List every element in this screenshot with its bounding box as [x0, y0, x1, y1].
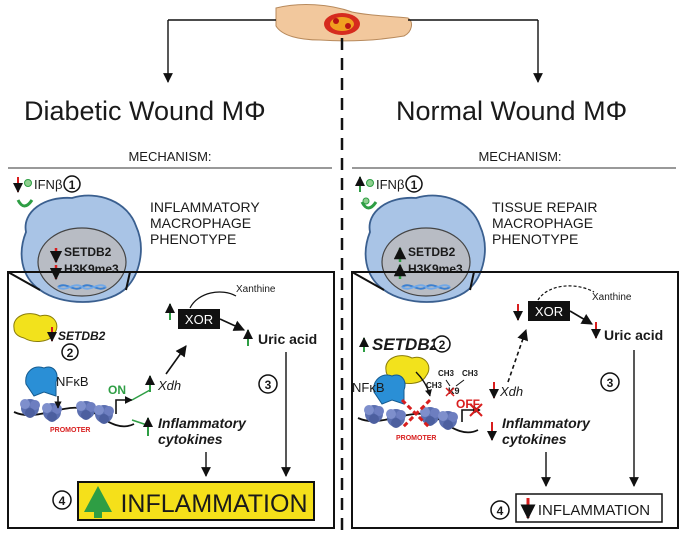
svg-text:Xanthine: Xanthine	[592, 292, 632, 303]
right-macrophage-cell: SETDB2 H3K9me3	[364, 194, 486, 303]
svg-text:TISSUE REPAIR: TISSUE REPAIR	[492, 199, 598, 215]
svg-text:CH3: CH3	[462, 369, 479, 378]
svg-text:1: 1	[411, 178, 418, 192]
left-cytokines: Inflammatory cytokines	[143, 415, 247, 447]
right-h3k9-label: H3K9me3	[408, 262, 463, 276]
left-flow-arrows	[201, 352, 291, 477]
svg-text:CH3: CH3	[438, 369, 455, 378]
left-xdh: Xdh	[145, 345, 187, 393]
right-zoom-box	[351, 271, 679, 529]
right-ifn: IFNβ 1	[355, 175, 423, 210]
right-setdb2-label: SETDB2	[408, 245, 456, 259]
svg-text:MACROPHAGE: MACROPHAGE	[492, 215, 593, 231]
right-xdh: Xdh	[489, 328, 528, 399]
left-title: Diabetic Wound MΦ	[24, 96, 266, 126]
svg-text:SETDB2: SETDB2	[372, 335, 440, 354]
right-inflammation: 4 INFLAMMATION	[490, 493, 663, 523]
right-flow-arrows	[541, 350, 639, 487]
svg-text:Xanthine: Xanthine	[236, 284, 276, 295]
svg-text:INFLAMMATION: INFLAMMATION	[120, 490, 307, 518]
branch-arrows	[163, 19, 543, 83]
left-zoom-box	[7, 271, 335, 529]
svg-text:NFκB: NFκB	[352, 380, 385, 395]
foot-illustration	[275, 4, 412, 42]
svg-text:CH3: CH3	[426, 381, 443, 390]
right-cytokines: Inflammatory cytokines	[487, 415, 591, 447]
left-mechanism: MECHANISM:	[128, 149, 211, 164]
right-setdb2-gene: SETDB2 2	[359, 335, 451, 397]
svg-text:PHENOTYPE: PHENOTYPE	[150, 231, 236, 247]
svg-text:Inflammatory: Inflammatory	[158, 415, 247, 431]
left-phenotype: INFLAMMATORY MACROPHAGE PHENOTYPE	[150, 199, 260, 247]
svg-text:IFNβ: IFNβ	[376, 177, 404, 192]
left-xor: XOR Xanthine Uric acid 3	[165, 284, 317, 394]
svg-text:4: 4	[497, 504, 504, 518]
svg-text:cytokines: cytokines	[502, 431, 567, 447]
svg-text:3: 3	[265, 378, 272, 392]
svg-text:INFLAMMATORY: INFLAMMATORY	[150, 199, 260, 215]
svg-text:Xdh: Xdh	[499, 384, 523, 399]
left-nfkb: NFκB	[25, 366, 89, 397]
left-ifn: IFNβ 1	[13, 175, 81, 208]
left-h3k9-label: H3K9me3	[64, 262, 119, 276]
left-inflammation: 4 INFLAMMATION	[52, 481, 315, 521]
svg-text:Xdh: Xdh	[157, 378, 181, 393]
svg-text:Inflammatory: Inflammatory	[502, 415, 591, 431]
svg-text:ON: ON	[108, 383, 126, 397]
svg-text:K9: K9	[448, 386, 460, 396]
svg-text:2: 2	[439, 338, 446, 352]
right-phenotype: TISSUE REPAIR MACROPHAGE PHENOTYPE	[492, 199, 598, 247]
svg-text:PHENOTYPE: PHENOTYPE	[492, 231, 578, 247]
right-methylation: CH3 CH3 CH3 K9	[426, 369, 479, 397]
right-title: Normal Wound MΦ	[396, 96, 627, 126]
svg-text:PROMOTER: PROMOTER	[50, 427, 90, 434]
right-mechanism: MECHANISM:	[478, 149, 561, 164]
svg-text:NFκB: NFκB	[56, 374, 89, 389]
svg-text:2: 2	[67, 346, 74, 360]
left-setdb2-label: SETDB2	[64, 245, 112, 259]
left-setdb2-gene: SETDB2 2	[13, 313, 106, 361]
svg-text:SETDB2: SETDB2	[58, 329, 106, 343]
right-chromatin: PROMOTER OFF	[357, 397, 483, 442]
svg-text:3: 3	[607, 376, 614, 390]
svg-text:Uric acid: Uric acid	[604, 327, 663, 343]
svg-text:4: 4	[59, 494, 66, 508]
svg-text:XOR: XOR	[535, 304, 563, 319]
svg-text:MACROPHAGE: MACROPHAGE	[150, 215, 251, 231]
svg-text:INFLAMMATION: INFLAMMATION	[538, 502, 650, 519]
svg-text:cytokines: cytokines	[158, 431, 223, 447]
right-nfkb: NFκB	[352, 374, 406, 405]
svg-text:Uric acid: Uric acid	[258, 331, 317, 347]
svg-text:IFNβ: IFNβ	[34, 177, 62, 192]
svg-text:1: 1	[69, 178, 76, 192]
svg-text:XOR: XOR	[185, 312, 213, 327]
svg-text:PROMOTER: PROMOTER	[396, 435, 436, 442]
right-xor: XOR Xanthine Uric acid 3	[513, 285, 663, 392]
left-macrophage-cell: SETDB2 H3K9me3	[20, 194, 142, 303]
